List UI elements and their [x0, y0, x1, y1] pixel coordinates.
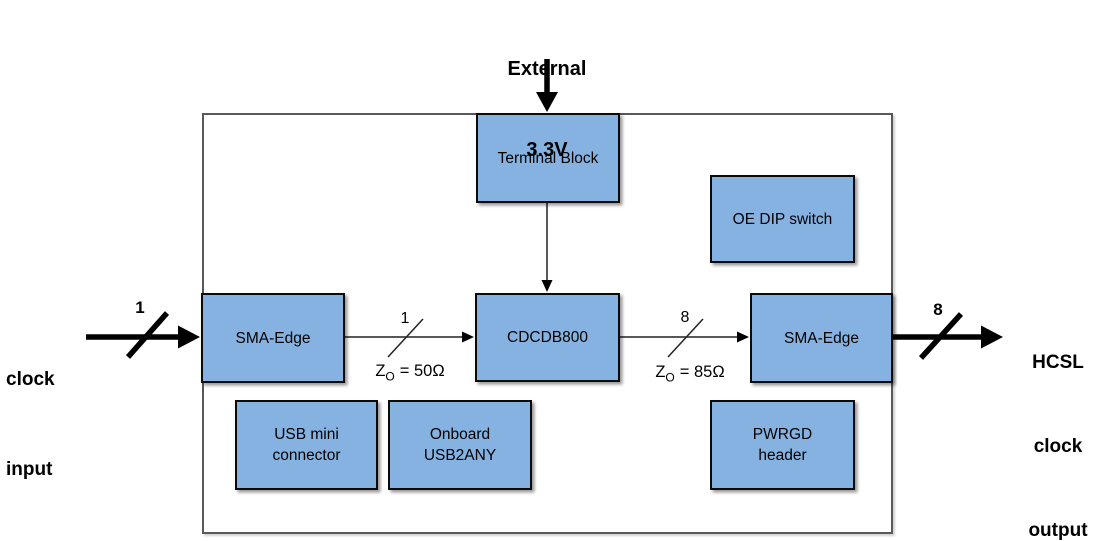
impedance-prefix: Z: [375, 362, 386, 380]
bus-width-input: 1: [135, 298, 145, 317]
bus-slash-85ohm: [667, 318, 704, 358]
hcsl-output-label: HCSL clock output: [1010, 293, 1100, 541]
impedance-value: = 85Ω: [679, 363, 725, 381]
block-cdcdb800: CDCDB800: [475, 293, 620, 382]
block-sma-edge-output: SMA-Edge: [750, 293, 893, 383]
hcsl-output-line2: clock: [1033, 436, 1083, 457]
impedance-subscript: O: [385, 369, 395, 384]
impedance-prefix: Z: [655, 363, 666, 381]
arrow-terminal-block-to-cdcdb800: [541, 203, 553, 292]
arrow-hcsl-output: [893, 312, 1003, 360]
hcsl-output-line1: HCSL: [1032, 352, 1084, 373]
impedance-subscript: O: [665, 370, 675, 385]
arrow-external-to-terminal-block: [536, 59, 558, 112]
block-onboard-usb2any: Onboard USB2ANY: [388, 400, 532, 490]
external-supply-label: External 3.3V: [482, 2, 612, 218]
block-label: SMA-Edge: [784, 329, 859, 347]
arrow-clock-input: [86, 311, 200, 359]
block-label: SMA-Edge: [235, 329, 311, 347]
block-label-line1: USB mini: [274, 426, 339, 443]
impedance-value: = 50Ω: [399, 362, 445, 380]
impedance-label-50ohm: ZO = 50Ω: [350, 362, 470, 384]
block-label: CDCDB800: [507, 329, 588, 346]
block-label-line1: Onboard: [429, 426, 491, 443]
bus-width-sma-to-cdcdb800: 1: [400, 310, 410, 327]
impedance-label-85ohm: ZO = 85Ω: [630, 363, 750, 385]
block-label-line2: header: [758, 447, 807, 464]
clock-input-label: clock input: [6, 305, 55, 541]
block-pwrgd-header: PWRGD header: [710, 400, 855, 490]
block-oe-dip-switch: OE DIP switch: [710, 175, 855, 263]
arrow-cdcdb800-to-sma: [620, 318, 749, 358]
block-label-line2: connector: [272, 447, 341, 464]
clock-input-line2: input: [6, 459, 53, 480]
external-supply-line2: 3.3V: [526, 139, 568, 161]
clock-input-line1: clock: [6, 369, 55, 390]
block-usb-mini-connector: USB mini connector: [235, 400, 378, 490]
block-label: Terminal Block: [497, 149, 599, 167]
hcsl-output-line3: output: [1028, 520, 1088, 541]
block-terminal-block: Terminal Block: [476, 113, 620, 203]
block-label-line1: PWRGD: [752, 426, 813, 443]
external-supply-line1: External: [507, 58, 587, 80]
arrow-sma-to-cdcdb800: [345, 318, 474, 358]
block-label-line2: USB2ANY: [423, 447, 497, 464]
bus-width-output: 8: [933, 300, 943, 319]
bus-slash-output: [918, 312, 964, 360]
bus-slash-input: [125, 311, 170, 359]
bus-width-cdcdb800-to-sma: 8: [680, 309, 690, 326]
bus-slash-50ohm: [387, 318, 424, 358]
block-sma-edge-input: SMA-Edge: [201, 293, 345, 383]
block-label: OE DIP switch: [732, 210, 833, 228]
